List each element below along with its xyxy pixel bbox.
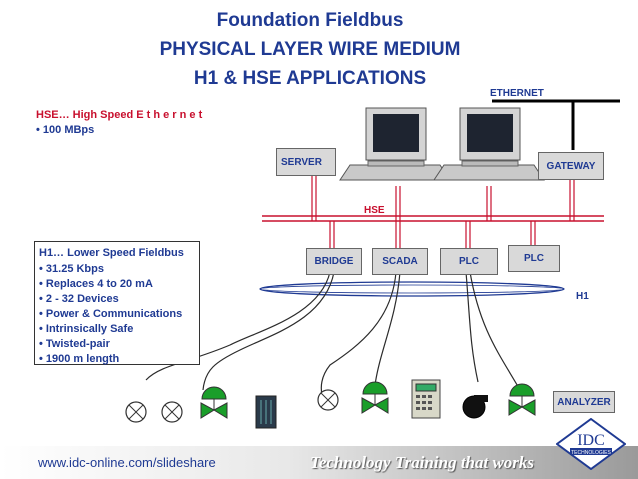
hse-heading: HSE… High Speed E t h e r n e t <box>36 109 203 121</box>
gateway-box: GATEWAY <box>538 152 604 180</box>
flow-meter-icon-1 <box>125 401 147 423</box>
footer-url-link[interactable]: www.idc-online.com/slideshare <box>38 455 216 470</box>
hse-bullet: • 100 MBps <box>36 124 95 136</box>
h1-bus-ellipse <box>259 281 565 297</box>
plc-label-1: PLC <box>459 256 479 267</box>
title-line-3: H1 & HSE APPLICATIONS <box>193 68 427 89</box>
pump-icon <box>462 395 488 419</box>
analyzer-label: ANALYZER <box>557 396 611 408</box>
gateway-label: GATEWAY <box>546 160 596 172</box>
scada-label: SCADA <box>382 256 418 267</box>
plc-box-1: PLC <box>440 248 498 275</box>
workstation-2-icon <box>433 107 545 181</box>
h1-bullet: • 1900 m length <box>39 353 120 365</box>
hse-label: HSE <box>364 205 385 216</box>
h1-bullet: • 2 - 32 Devices <box>39 293 119 305</box>
h1-bullet: • Power & Communications <box>39 308 183 320</box>
h1-bullet: • Replaces 4 to 20 mA <box>39 278 153 290</box>
plc-box-2: PLC <box>508 245 560 272</box>
server-label: SERVER <box>281 156 322 168</box>
h1-label: H1 <box>576 291 589 302</box>
bridge-label: BRIDGE <box>314 256 354 267</box>
svg-text:IDC: IDC <box>577 432 605 449</box>
h1-field-wiring <box>145 271 521 396</box>
flow-meter-icon-2 <box>161 401 183 423</box>
plc-label-2: PLC <box>524 253 544 264</box>
h1-bullet: • 31.25 Kbps <box>39 263 104 275</box>
control-valve-icon-2 <box>361 381 389 414</box>
svg-text:TECHNOLOGIES: TECHNOLOGIES <box>571 450 611 456</box>
h1-bullet: • Intrinsically Safe <box>39 323 134 335</box>
footer-band <box>0 446 638 479</box>
bridge-box: BRIDGE <box>306 248 362 275</box>
analyzer-box: ANALYZER <box>553 391 615 413</box>
title-line-2: PHYSICAL LAYER WIRE MEDIUM <box>159 39 461 60</box>
h1-heading: H1… Lower Speed Fieldbus <box>39 247 184 259</box>
control-valve-icon-1 <box>200 386 228 419</box>
h1-info-box: H1… Lower Speed Fieldbus • 31.25 Kbps • … <box>34 241 200 365</box>
hse-drops <box>311 176 575 248</box>
scada-box: SCADA <box>372 248 428 275</box>
keypad-controller-icon <box>411 379 441 419</box>
flow-meter-icon-3 <box>317 389 339 411</box>
idc-logo: IDC TECHNOLOGIES <box>556 418 626 470</box>
level-transmitter-icon <box>255 395 277 429</box>
workstation-1-icon <box>339 107 451 181</box>
ethernet-label: ETHERNET <box>490 88 544 99</box>
server-box: SERVER <box>276 148 336 176</box>
title-line-1: Foundation Fieldbus <box>216 10 404 31</box>
control-valve-icon-3 <box>508 383 536 416</box>
footer-tagline: Technology Training that works <box>310 453 535 472</box>
h1-bullet: • Twisted-pair <box>39 338 110 350</box>
